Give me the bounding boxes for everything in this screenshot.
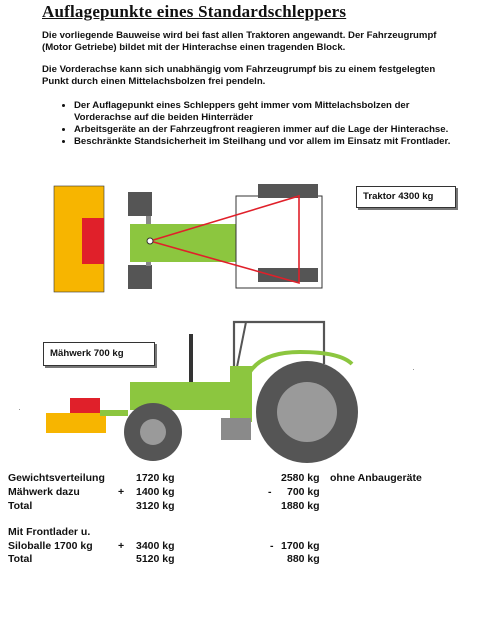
sign: - <box>270 540 274 552</box>
row-label: Mit Frontlader u. <box>8 526 91 538</box>
row-label: Siloballe 1700 kg <box>8 540 93 552</box>
rear-value: 880 kg <box>287 553 320 565</box>
rear-value: 1700 kg <box>281 540 320 552</box>
center-pivot <box>146 237 154 245</box>
front-wheel-hub <box>140 419 166 445</box>
rear-left-wheel <box>258 184 318 198</box>
step-box <box>221 418 251 440</box>
tractor-side-view <box>46 320 358 463</box>
intro-paragraph: Die vorliegende Bauweise wird bei fast a… <box>42 30 437 53</box>
maehwerk-weight-label: Mähwerk 700 kg <box>43 342 155 366</box>
front-weight <box>82 218 104 264</box>
sign: - <box>268 486 272 498</box>
bullet-item: Beschränkte Standsicherheit im Steilhang… <box>74 136 464 148</box>
row-label: Gewichtsverteilung <box>8 472 105 484</box>
rear-right-wheel <box>258 268 318 282</box>
rear-wheel-hub <box>277 382 337 442</box>
row-label: Mähwerk dazu <box>8 486 80 498</box>
cab-frame <box>232 320 326 382</box>
row-label: Total <box>8 500 33 512</box>
front-value: 3400 kg <box>136 540 175 552</box>
traktor-weight-label: Traktor 4300 kg <box>356 186 456 208</box>
sign: + <box>118 540 125 552</box>
row-label: Total <box>8 553 33 565</box>
bullet-list: Der Auflagepunkt eines Schleppers geht i… <box>42 100 464 148</box>
bullet-item: Der Auflagepunkt eines Schleppers geht i… <box>74 100 464 124</box>
front-axle-paragraph: Die Vorderachse kann sich unabhängig vom… <box>42 64 436 87</box>
fender <box>244 349 354 381</box>
scan-mark: · <box>18 404 21 414</box>
cab-side <box>230 366 252 422</box>
mower-red <box>70 398 100 413</box>
tractor-body-top <box>130 224 238 262</box>
sign: + <box>118 486 125 498</box>
rear-value: 1880 kg <box>281 500 320 512</box>
rear-value: 700 kg <box>287 486 320 498</box>
support-triangle <box>147 194 300 285</box>
page-title: Auflagepunkte eines Standardschleppers <box>42 2 347 21</box>
mower-yellow <box>46 413 106 433</box>
front-linkage <box>100 410 128 416</box>
row-note: ohne Anbaugeräte <box>330 472 422 484</box>
front-value: 5120 kg <box>136 553 175 565</box>
front-value: 3120 kg <box>136 500 175 512</box>
scan-mark: · <box>412 364 415 374</box>
front-value: 1720 kg <box>136 472 175 484</box>
exhaust-pipe <box>189 334 193 382</box>
rear-value: 2580 kg <box>281 472 320 484</box>
tractor-top-view <box>53 184 323 293</box>
front-left-wheel <box>128 192 152 216</box>
front-value: 1400 kg <box>136 486 175 498</box>
bullet-item: Arbeitsgeräte an der Fahrzeugfront reagi… <box>74 124 464 136</box>
front-right-wheel <box>128 265 152 289</box>
